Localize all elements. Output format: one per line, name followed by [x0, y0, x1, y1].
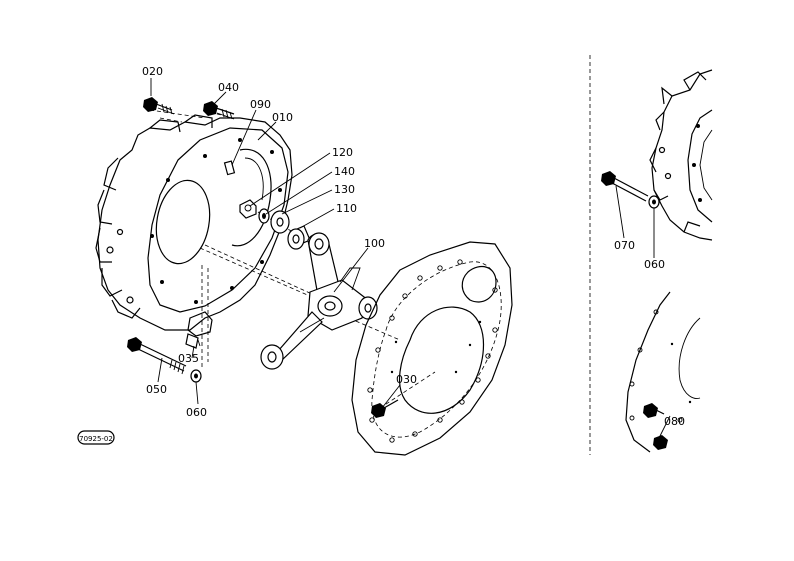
washer-060-left — [190, 369, 202, 383]
bolt-040 — [203, 101, 235, 120]
label-090: 090 — [250, 98, 271, 111]
pin-120 — [239, 199, 257, 219]
drawing-stamp: 70925-02 — [77, 430, 115, 445]
bolt-080 — [643, 403, 668, 450]
label-100: 100 — [364, 237, 385, 250]
leader-lines — [150, 78, 671, 445]
housing-detail-right — [649, 69, 713, 241]
washer-130 — [270, 210, 290, 234]
plate-detail-right — [625, 291, 701, 453]
washer-140 — [258, 208, 270, 224]
bushing-110 — [287, 225, 311, 250]
label-035: 035 — [178, 352, 199, 365]
bolt-030 — [371, 399, 399, 418]
plate-030 — [351, 241, 513, 456]
flywheel-housing — [95, 114, 293, 337]
bolt-050 — [127, 337, 187, 375]
label-020: 020 — [142, 65, 163, 78]
label-030: 030 — [396, 373, 417, 386]
label-050: 050 — [146, 383, 167, 396]
label-060-left: 060 — [186, 406, 207, 419]
label-110: 110 — [336, 202, 357, 215]
part-labels: 020 040 090 010 120 140 130 110 100 035 … — [142, 65, 685, 428]
label-130: 130 — [334, 183, 355, 196]
bracket-100 — [260, 232, 378, 370]
label-060-right: 060 — [644, 258, 665, 271]
label-080: 080 — [664, 415, 685, 428]
label-140: 140 — [334, 165, 355, 178]
label-070: 070 — [614, 239, 635, 252]
label-040: 040 — [218, 81, 239, 94]
assembly-centerlines — [149, 109, 436, 409]
stamp-text: 70925-02 — [79, 435, 113, 443]
bolt-070 — [601, 171, 649, 202]
label-010: 010 — [272, 111, 293, 124]
washer-060-right — [648, 195, 660, 209]
pin-035 — [185, 333, 201, 349]
bolt-020 — [143, 97, 175, 115]
label-120: 120 — [332, 146, 353, 159]
